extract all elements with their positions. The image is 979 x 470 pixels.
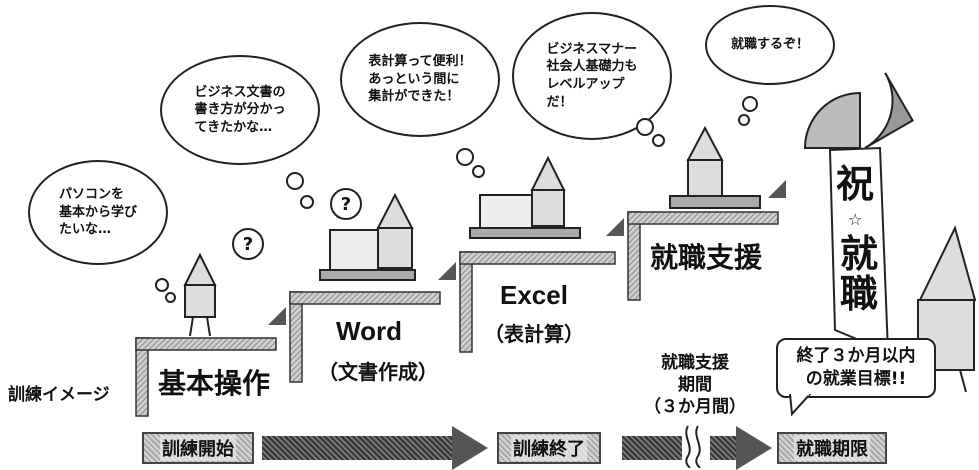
celebration-char-bottom: 就 職 — [840, 232, 879, 316]
timeline-start-label: 訓練開始 — [160, 435, 236, 461]
thought-dot — [472, 165, 485, 178]
thought-bubble-5: 就職するぞ！ — [705, 5, 835, 85]
timeline-deadline-label: 就職期限 — [794, 435, 870, 461]
thought-dot — [738, 114, 750, 126]
timeline-break-icon — [685, 425, 701, 468]
thought-dot — [742, 96, 758, 112]
thought-bubble-2: ビジネス文書の 書き方が分かっ てきたかな… — [160, 55, 320, 165]
step-basic-operation: 基本操作 — [158, 367, 271, 400]
character-3 — [469, 155, 581, 239]
thought-dot — [636, 118, 654, 136]
star-icon: ☆ — [848, 210, 863, 229]
training-image-label: 訓練イメージ — [8, 385, 110, 405]
step-word: Word — [336, 316, 402, 346]
timeline-arrowhead-1 — [452, 426, 488, 470]
stair-step-1 — [135, 307, 286, 417]
support-period-label: 就職支援 期間 （３か月間） — [644, 353, 746, 418]
step-excel-sub: （表計算） — [484, 322, 584, 346]
character-2 — [319, 192, 416, 281]
timeline-arrow-1 — [262, 436, 456, 460]
callout-tail — [788, 394, 812, 416]
thought-dot — [165, 292, 176, 303]
step-job-support: 就職支援 — [650, 241, 763, 274]
stair-step-3 — [459, 218, 624, 353]
thought-dot — [456, 148, 474, 166]
thought-bubble-1: パソコンを 基本から学び たいな… — [28, 160, 168, 265]
timeline-arrow-3 — [710, 436, 740, 460]
step-excel: Excel — [500, 280, 568, 310]
celebration-char-top: 祝 — [836, 162, 875, 206]
kusudama-ball — [803, 72, 914, 149]
stair-step-2 — [289, 262, 456, 383]
goal-callout: 終了３か月以内 の就業目標!! — [776, 338, 936, 398]
thought-dot — [155, 278, 169, 292]
thought-dot — [300, 195, 314, 209]
character-4 — [669, 125, 761, 209]
thought-bubble-3: 表計算って便利！ あっという間に 集計ができた！ — [340, 22, 500, 137]
thought-bubble-4: ビジネスマナー 社会人基礎力も レベルアップ だ！ — [512, 12, 672, 140]
timeline-arrow-2 — [622, 436, 682, 460]
character-1 — [183, 252, 217, 337]
question-mark-icon: ? — [330, 188, 362, 220]
thought-dot — [652, 134, 665, 147]
thought-dot — [286, 172, 304, 190]
timeline-end-box: 訓練終了 — [497, 432, 601, 464]
question-mark-icon: ? — [232, 228, 264, 260]
step-word-sub: （文書作成） — [318, 360, 438, 384]
timeline-arrowhead-2 — [736, 426, 772, 470]
timeline-start-box: 訓練開始 — [142, 432, 254, 464]
timeline-deadline-box: 就職期限 — [777, 432, 887, 464]
stair-step-4 — [627, 180, 786, 301]
timeline-end-label: 訓練終了 — [511, 435, 587, 461]
